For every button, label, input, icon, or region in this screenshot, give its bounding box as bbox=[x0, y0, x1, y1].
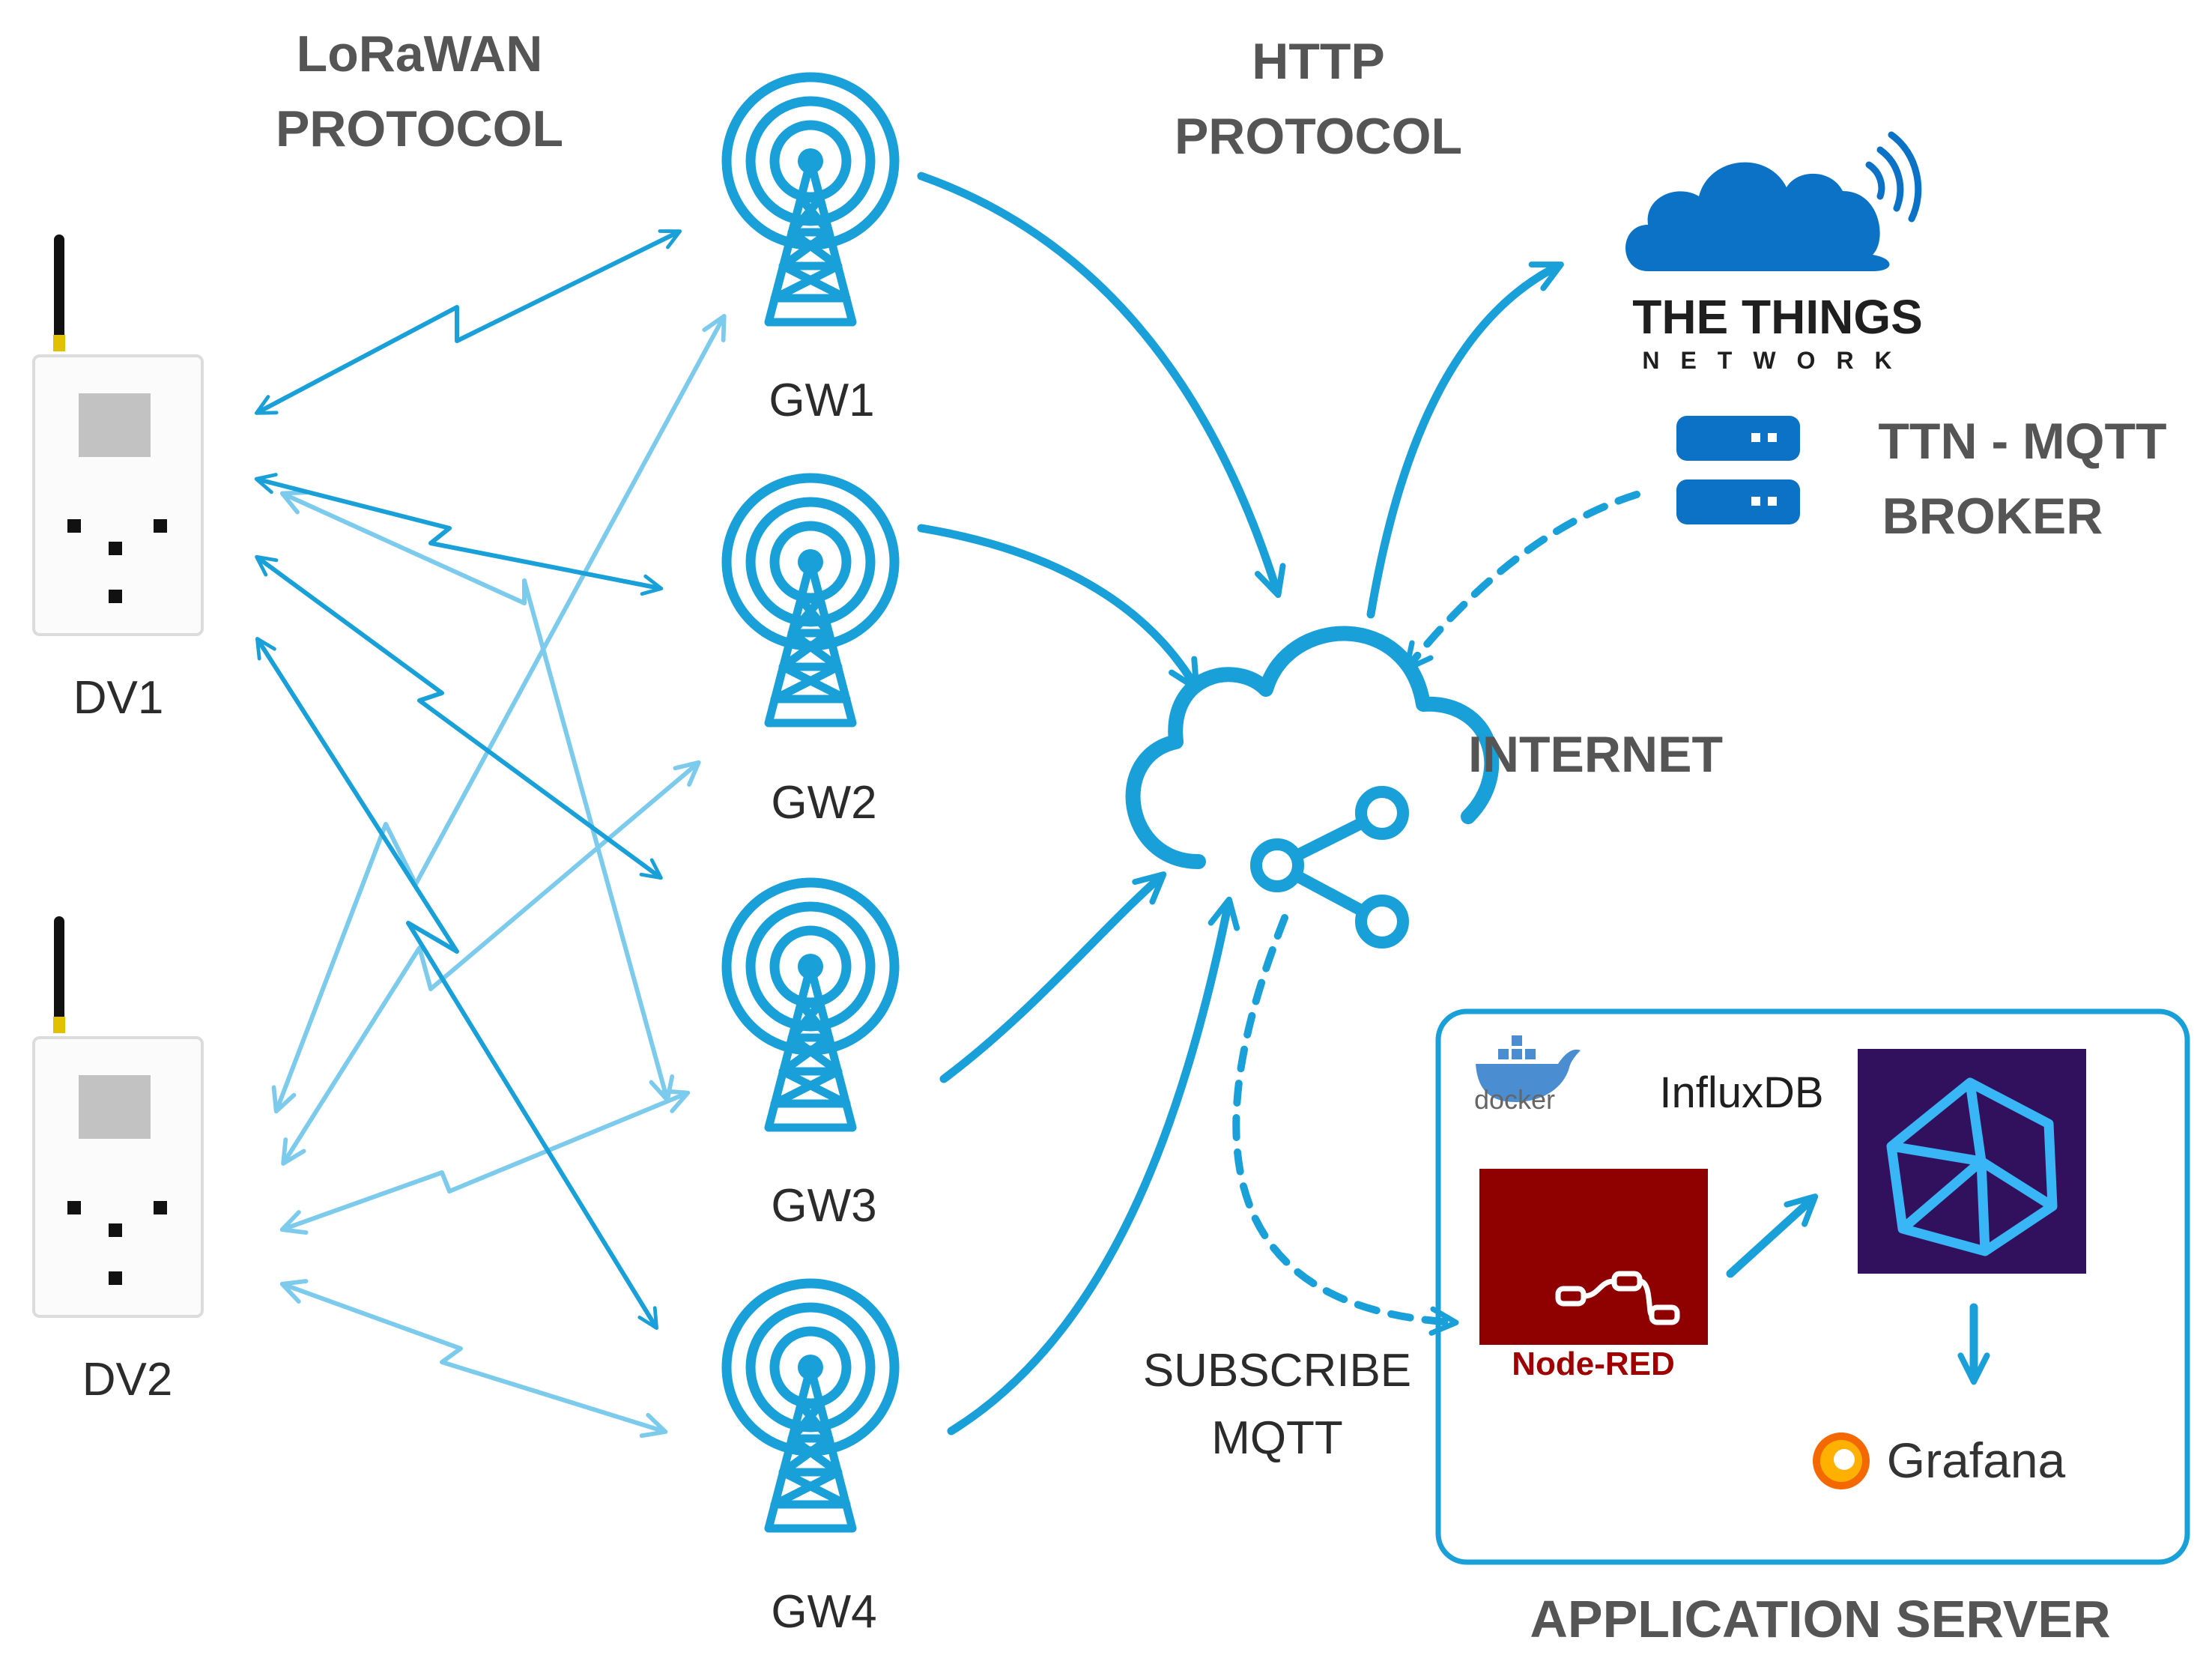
lora-link-dv2-gw1 bbox=[271, 313, 727, 1114]
application-server: docker InfluxDB Node-RED bbox=[1435, 1008, 2190, 1648]
docker-logo: docker bbox=[1474, 1035, 1581, 1115]
gateway-label: GW4 bbox=[771, 1586, 876, 1638]
gateway-gw3: GW3 bbox=[727, 883, 894, 1232]
tower-icon bbox=[727, 1283, 894, 1528]
lora-link-dv1-gw3-dark bbox=[255, 554, 663, 880]
svg-text:LoRaWAN: LoRaWAN bbox=[297, 25, 543, 82]
http-links bbox=[917, 172, 1564, 1435]
nodered-logo: Node-RED bbox=[1479, 1169, 1708, 1382]
ttn-title: THE THINGS bbox=[1632, 290, 1923, 344]
influxdb-label: InfluxDB bbox=[1659, 1068, 1823, 1117]
nodered-to-influxdb-arrow bbox=[1726, 1193, 1819, 1278]
server-icon bbox=[1676, 416, 1800, 524]
broker-subtitle: BROKER bbox=[1882, 488, 2103, 545]
gateway-gw1: GW1 bbox=[727, 77, 894, 426]
svg-text:PROTOCOL: PROTOCOL bbox=[276, 100, 563, 157]
http-link-gw2 bbox=[917, 524, 1200, 692]
http-link-gw4 bbox=[947, 896, 1240, 1435]
gateway-gw4: GW4 bbox=[727, 1283, 894, 1638]
tower-icon bbox=[727, 883, 894, 1128]
subscribe-mqtt-label: SUBSCRIBE MQTT bbox=[1143, 1345, 1411, 1464]
tower-icon bbox=[727, 77, 894, 322]
share-icon bbox=[1250, 786, 1409, 949]
svg-text:PROTOCOL: PROTOCOL bbox=[1175, 108, 1462, 165]
influxdb-logo bbox=[1858, 1049, 2086, 1274]
svg-text:SUBSCRIBE: SUBSCRIBE bbox=[1143, 1345, 1411, 1397]
lorawan-protocol-label: LoRaWAN PROTOCOL bbox=[276, 25, 563, 157]
lora-link-dv1-gw1 bbox=[254, 229, 682, 415]
lora-link-dv2-gw3 bbox=[279, 1089, 691, 1235]
device-dv1: DV1 bbox=[34, 240, 202, 724]
gateway-label: GW3 bbox=[771, 1180, 876, 1232]
http-protocol-label: HTTP PROTOCOL bbox=[1175, 33, 1462, 165]
broker-to-internet-link bbox=[1403, 491, 1640, 672]
flow-icon bbox=[1555, 1271, 1680, 1325]
internet-label: INTERNET bbox=[1468, 726, 1723, 783]
lora-link-dv2-gw2 bbox=[281, 760, 701, 1166]
subscribe-mqtt-link bbox=[1232, 914, 1459, 1336]
gateway-label: GW1 bbox=[769, 375, 874, 426]
ttn-subtitle: NETWORK bbox=[1642, 347, 1912, 374]
grafana-icon bbox=[1813, 1432, 1870, 1489]
ttn-mqtt-broker: TTN - MQTT BROKER bbox=[1676, 413, 2167, 545]
influxdb-cube-icon bbox=[1886, 1077, 2058, 1256]
gateway-gw2: GW2 bbox=[727, 478, 894, 829]
wifi-icon bbox=[1865, 131, 1922, 223]
grafana-logo: Grafana bbox=[1813, 1432, 2066, 1489]
broker-title: TTN - MQTT bbox=[1878, 413, 2166, 470]
http-link-gw3 bbox=[939, 871, 1167, 1083]
lora-link-dv1-gw3 bbox=[279, 490, 675, 1103]
device-label: DV2 bbox=[82, 1354, 173, 1406]
gateway-label: GW2 bbox=[771, 777, 876, 829]
grafana-label: Grafana bbox=[1887, 1432, 2066, 1488]
lora-link-dv2-gw4 bbox=[279, 1279, 668, 1438]
svg-text:MQTT: MQTT bbox=[1211, 1412, 1343, 1464]
internet-cloud: INTERNET bbox=[1125, 626, 1723, 949]
device-dv2: DV2 bbox=[34, 922, 202, 1406]
application-server-box bbox=[1435, 1008, 2190, 1565]
docker-label: docker bbox=[1474, 1084, 1555, 1115]
lora-links-dark bbox=[254, 229, 682, 1330]
tower-icon bbox=[727, 478, 894, 723]
http-link-gw1 bbox=[917, 172, 1286, 599]
cloud-icon bbox=[1125, 626, 1500, 869]
device-label: DV1 bbox=[73, 672, 164, 724]
application-server-label: APPLICATION SERVER bbox=[1530, 1590, 2110, 1648]
lora-link-dv1-gw4 bbox=[255, 637, 658, 1330]
ttn-cloud-logo bbox=[1625, 162, 1890, 271]
svg-text:HTTP: HTTP bbox=[1252, 33, 1385, 90]
http-link-ttn bbox=[1366, 261, 1564, 619]
docker-whale-icon bbox=[1476, 1049, 1581, 1102]
nodered-label: Node-RED bbox=[1512, 1346, 1675, 1382]
the-things-network: THE THINGS NETWORK bbox=[1625, 131, 1923, 374]
